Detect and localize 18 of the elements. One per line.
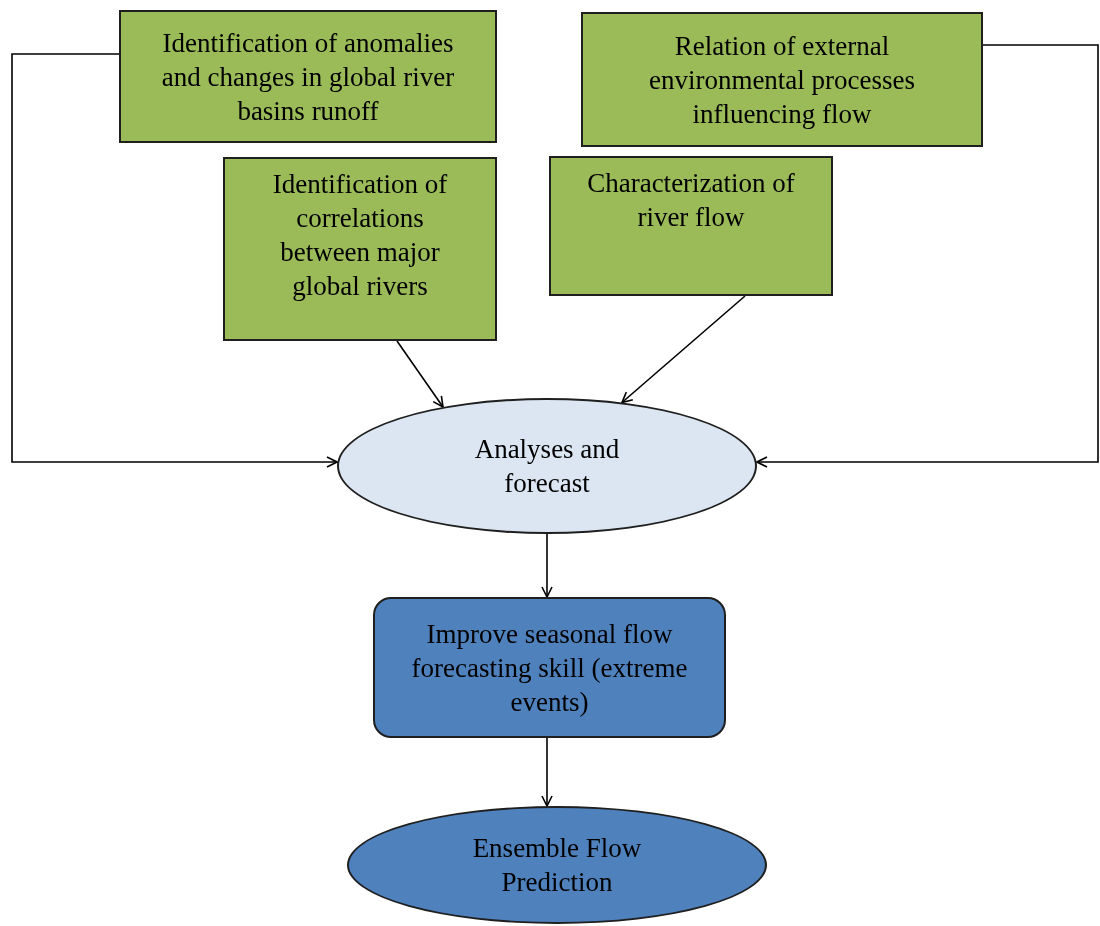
- process-box: [549, 156, 833, 296]
- node-text: Improve seasonal flow forecasting skill (extreme events): [410, 617, 689, 719]
- arrow: [396, 340, 444, 408]
- node-text: Characterization of river flow: [586, 167, 796, 234]
- arrow: [621, 295, 746, 404]
- node-text: Identification of correlations between major global rivers: [271, 168, 449, 303]
- process-box: [223, 157, 497, 341]
- node-text: Identification of anomalies and changes in global river basins runoff: [160, 26, 456, 128]
- rounded-box: [373, 597, 726, 738]
- process-box: [119, 10, 497, 143]
- node-text: Analyses and forecast: [473, 433, 621, 500]
- arrow: [541, 533, 553, 598]
- node-text: Relation of external environmental processes influencing flow: [647, 29, 917, 131]
- arrow: [541, 737, 553, 807]
- arrow: [11, 53, 338, 468]
- arrow: [756, 44, 1099, 468]
- process-box: [581, 12, 983, 147]
- node-text: Ensemble Flow Prediction: [471, 832, 643, 899]
